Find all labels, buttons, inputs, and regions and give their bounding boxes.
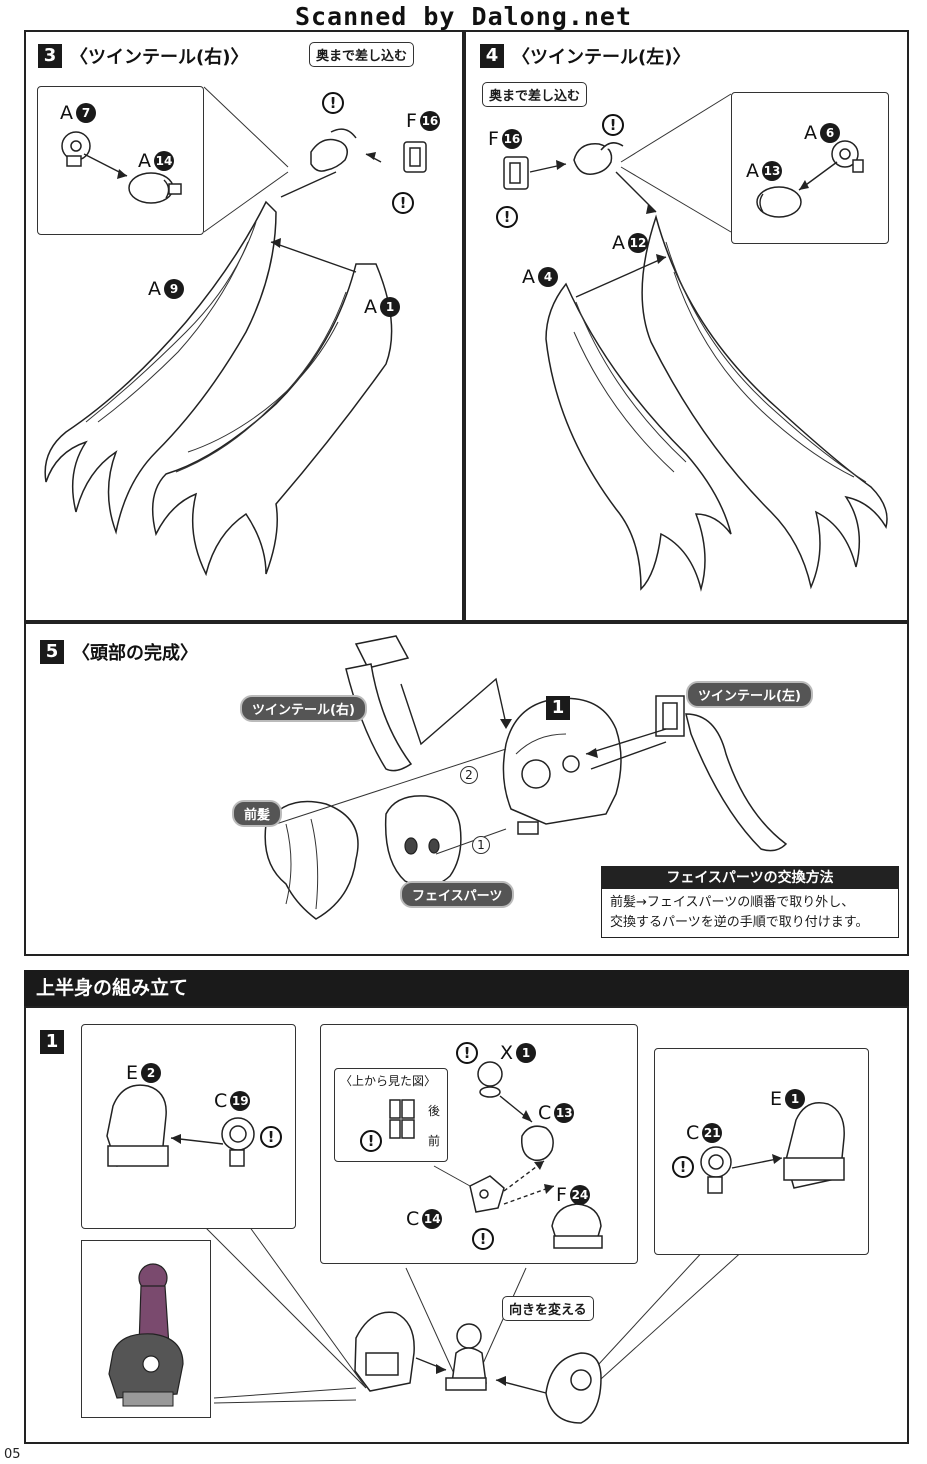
face-exchange-line2: 交換するパーツを逆の手順で取り付けます。: [610, 915, 869, 930]
top-view-front-label: 前: [428, 1134, 441, 1148]
upper-warning-c21: !: [672, 1156, 694, 1178]
upper-body-section-bar: 上半身の組み立て: [24, 970, 909, 1006]
step3-detail-box: [37, 86, 204, 235]
face-exchange-line1: 前髪→フェイスパーツの順番で取り外し、: [610, 895, 855, 910]
step4-detail-drawing: [756, 140, 864, 218]
step5-panel: 5 〈頭部の完成〉 1 ツインテール(右) ツインテール(左) 前髪 フェイスパ…: [24, 622, 909, 956]
step4-insert-callout: 奥まで差し込む: [482, 82, 588, 107]
upper-detail-box-right: [654, 1048, 869, 1255]
step5-part-number: 1: [546, 696, 570, 720]
step3-title: 〈ツインテール(右)〉: [70, 47, 249, 68]
rotate-callout: 向きを変える: [502, 1296, 594, 1321]
step3-warning-clip: !: [392, 192, 414, 214]
step4-illustration: [503, 93, 888, 592]
step4-title: 〈ツインテール(左)〉: [512, 47, 691, 68]
step5-pill-face: フェイスパーツ: [400, 881, 515, 908]
upper-colored-detail-drawing: [108, 1263, 184, 1407]
step4-warning-joint: !: [602, 114, 624, 136]
upper-body-illustration: [205, 1207, 747, 1424]
upper-warning-c14: !: [472, 1228, 494, 1250]
upper-warning-c19: !: [260, 1126, 282, 1148]
page-number: 05: [4, 1447, 21, 1462]
watermark-text: Scanned by Dalong.net: [294, 2, 633, 31]
step3-warning-joint: !: [322, 92, 344, 114]
upper-detail-right-drawing: [700, 1102, 845, 1194]
step5-pill-left-tail: ツインテール(左): [686, 681, 813, 708]
step5-pill-bangs: 前髪: [232, 800, 283, 827]
upper-warning-x1: !: [456, 1042, 478, 1064]
upper-detail-center-drawing: [433, 1061, 603, 1249]
step3-detail-drawing: [61, 131, 182, 204]
top-view-label: 〈上から見た図〉: [340, 1074, 437, 1088]
step5-pill-right-tail: ツインテール(右): [240, 695, 367, 722]
face-exchange-info-title: フェイスパーツの交換方法: [602, 867, 898, 889]
step3-number: 3: [38, 44, 62, 68]
top-view-back-label: 後: [428, 1104, 441, 1118]
step5-number: 5: [40, 640, 64, 664]
step5-order-2: 2: [460, 766, 478, 784]
step4-number: 4: [480, 44, 504, 68]
step5-illustration: [264, 635, 788, 920]
top-view-warning: !: [360, 1130, 382, 1152]
upper-step-number: 1: [40, 1030, 64, 1054]
upper-detail-left-drawing: [106, 1084, 255, 1167]
top-view-drawing: [389, 1099, 415, 1139]
step4-warning-clip: !: [496, 206, 518, 228]
step3-insert-callout: 奥まで差し込む: [309, 42, 415, 67]
face-exchange-info-body: 前髪→フェイスパーツの順番で取り外し、 交換するパーツを逆の手順で取り付けます。: [602, 889, 898, 937]
face-exchange-info-box: フェイスパーツの交換方法 前髪→フェイスパーツの順番で取り外し、 交換するパーツ…: [601, 866, 899, 938]
step5-order-1: 1: [472, 836, 490, 854]
step5-title: 〈頭部の完成〉: [72, 643, 198, 664]
